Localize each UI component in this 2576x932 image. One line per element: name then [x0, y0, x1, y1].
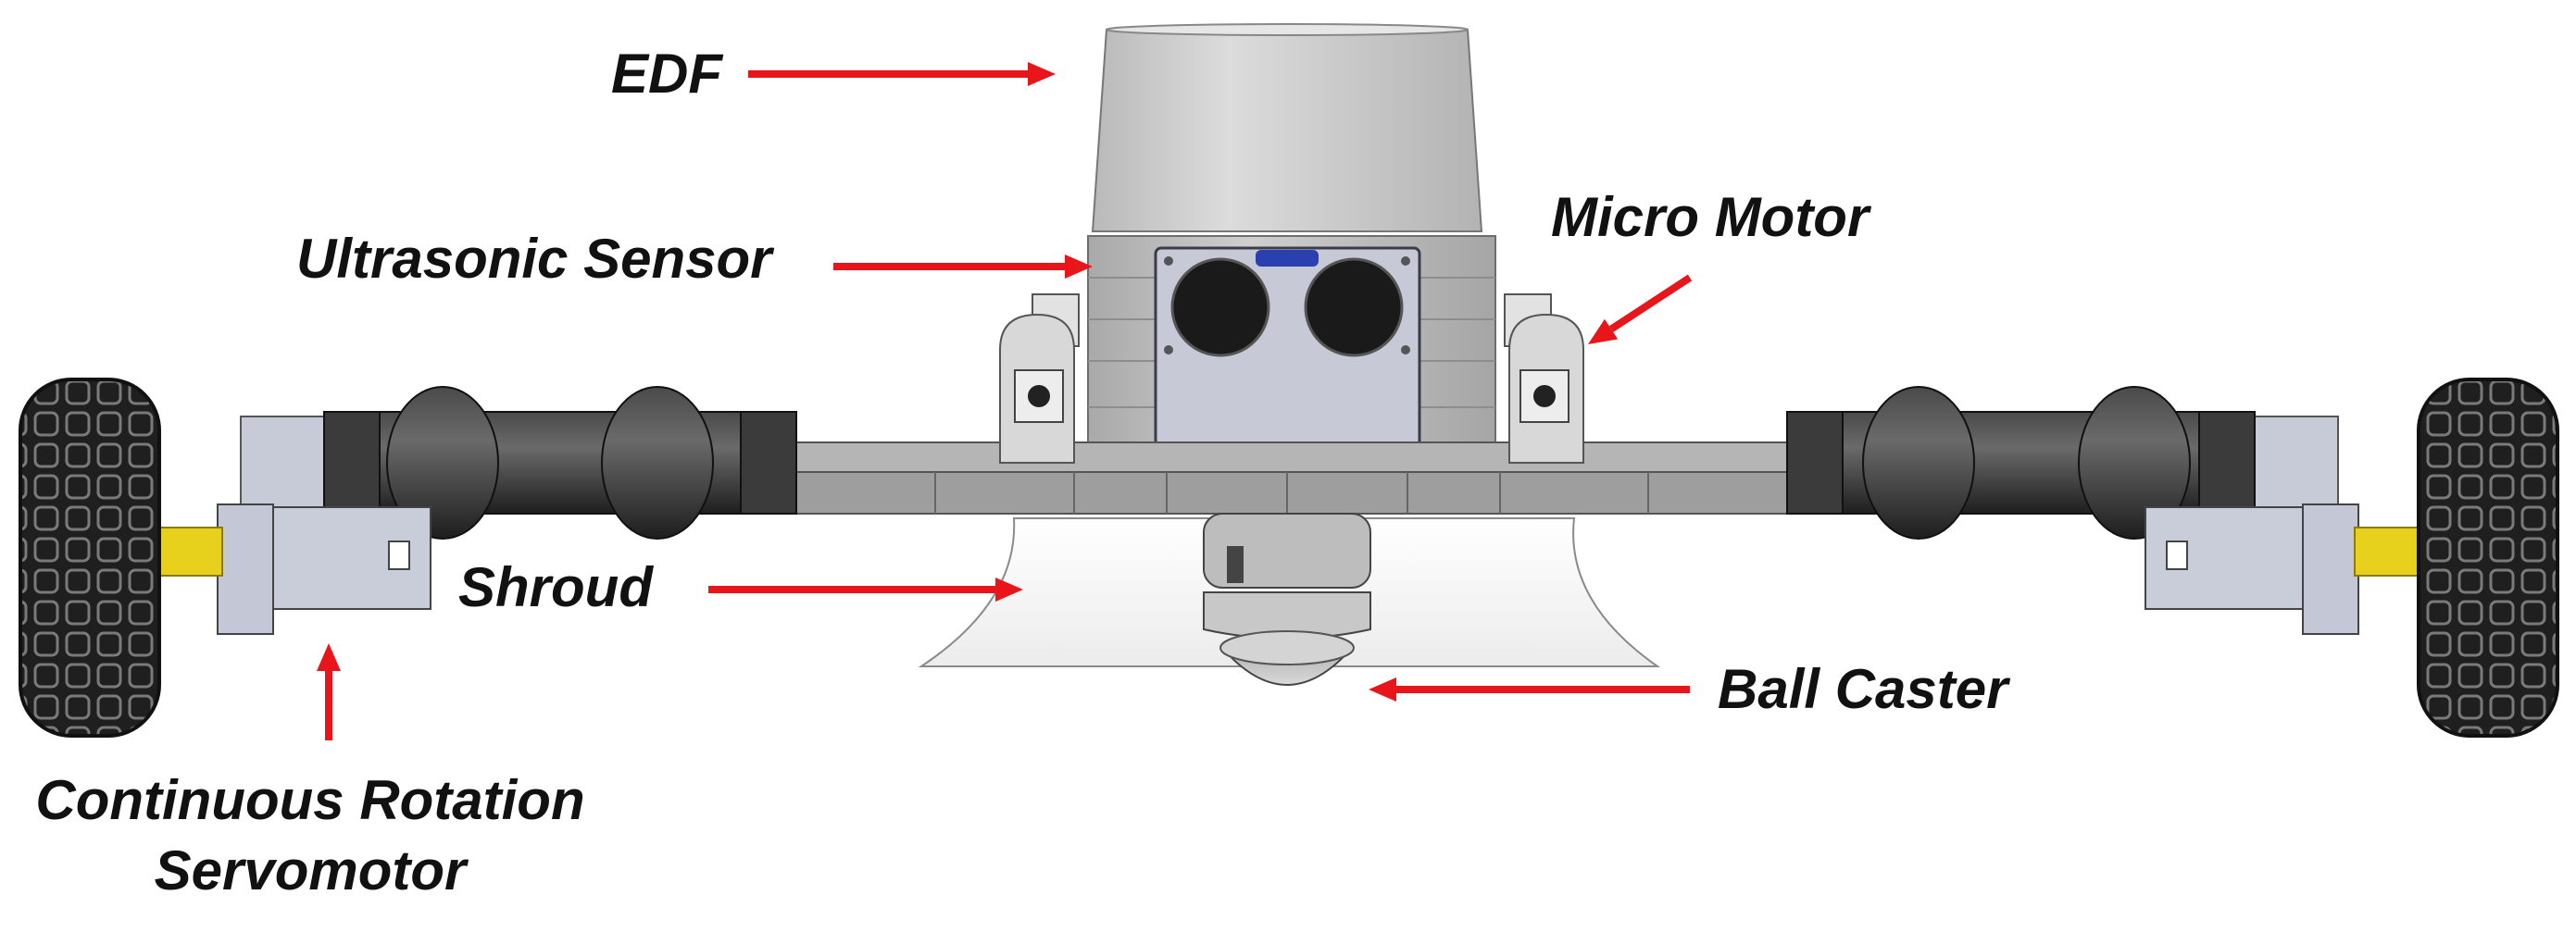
micro-motor-left — [999, 293, 1080, 464]
arrow-edf — [748, 62, 1056, 86]
right-arrow-icon — [1588, 318, 1619, 344]
right-arrow-icon — [995, 578, 1023, 602]
right-arrow-icon — [1369, 677, 1396, 702]
servomotor-left — [217, 503, 431, 635]
arrow-micro-motor — [1588, 274, 1693, 344]
hub-right — [2354, 527, 2422, 577]
wheel-right — [2417, 378, 2559, 738]
drive-motor-left — [240, 386, 797, 540]
label-servomotor-line1: Continuous Rotation — [35, 769, 585, 831]
hub-left — [155, 527, 223, 577]
arrow-servomotor — [317, 643, 341, 740]
servomotor-right — [2145, 503, 2359, 635]
arrow-micro-motor-shaft — [1608, 274, 1693, 332]
wheel-left — [19, 378, 161, 738]
ultrasonic-transducer-left — [1170, 257, 1270, 357]
arrow-ball-caster — [1369, 677, 1690, 702]
label-ball-caster: Ball Caster — [1718, 658, 2008, 720]
label-servomotor: Continuous Rotation Servomotor — [19, 773, 602, 899]
right-arrow-icon — [1065, 255, 1093, 279]
label-shroud: Shroud — [458, 556, 653, 618]
ball-caster — [1203, 513, 1371, 686]
right-arrow-icon — [1028, 62, 1056, 86]
edf-housing — [1091, 29, 1483, 232]
label-servomotor-line2: Servomotor — [154, 839, 467, 901]
micro-motor-right — [1504, 293, 1584, 464]
label-micro-motor: Micro Motor — [1551, 186, 1869, 248]
arrow-ultrasonic-sensor — [833, 255, 1093, 279]
arrow-shroud — [708, 578, 1023, 602]
label-edf: EDF — [611, 43, 722, 105]
ultrasonic-transducer-right — [1304, 257, 1404, 357]
label-ultrasonic-sensor: Ultrasonic Sensor — [296, 228, 772, 290]
right-arrow-icon — [317, 643, 341, 671]
annotation-arrows — [317, 62, 1693, 740]
